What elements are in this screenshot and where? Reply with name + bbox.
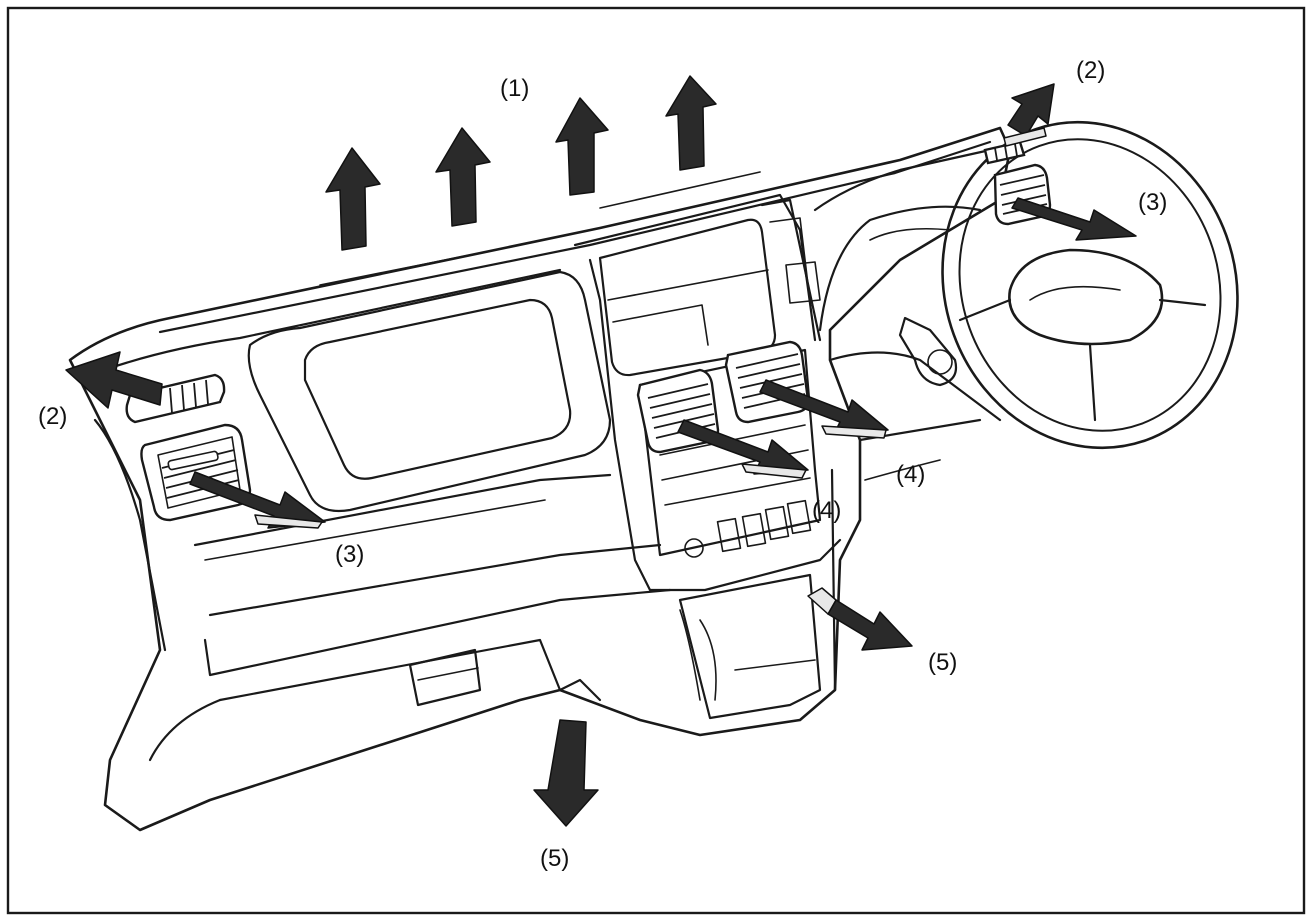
- arrow-face-right: [1011, 197, 1137, 241]
- callout-3-right: (3): [1138, 189, 1167, 216]
- callout-4-right: (4): [896, 461, 925, 488]
- arrow-center-1: [677, 419, 809, 479]
- arrow-center-2: [759, 379, 889, 439]
- callout-2-left: (2): [38, 403, 67, 430]
- callout-4-center: (4): [812, 497, 841, 524]
- arrow-foot-right: [807, 587, 913, 651]
- callout-1: (1): [500, 75, 529, 102]
- arrow-defrost-3: [555, 97, 609, 196]
- callout-5-right: (5): [928, 649, 957, 676]
- arrow-side-left: [65, 351, 163, 409]
- arrow-side-right: [1003, 83, 1055, 147]
- callout-5-bottom: (5): [540, 845, 569, 872]
- steering-wheel: [941, 120, 1239, 450]
- callout-2-right: (2): [1076, 57, 1105, 84]
- arrow-defrost-4: [665, 75, 717, 171]
- arrow-defrost-1: [325, 147, 381, 251]
- vent-left-side: [125, 373, 226, 424]
- dashboard-body: [68, 126, 1012, 832]
- arrow-defrost-2: [435, 127, 491, 227]
- arrow-foot-bottom: [533, 719, 599, 827]
- callout-3-left: (3): [335, 541, 364, 568]
- arrow-face-left: [189, 471, 326, 529]
